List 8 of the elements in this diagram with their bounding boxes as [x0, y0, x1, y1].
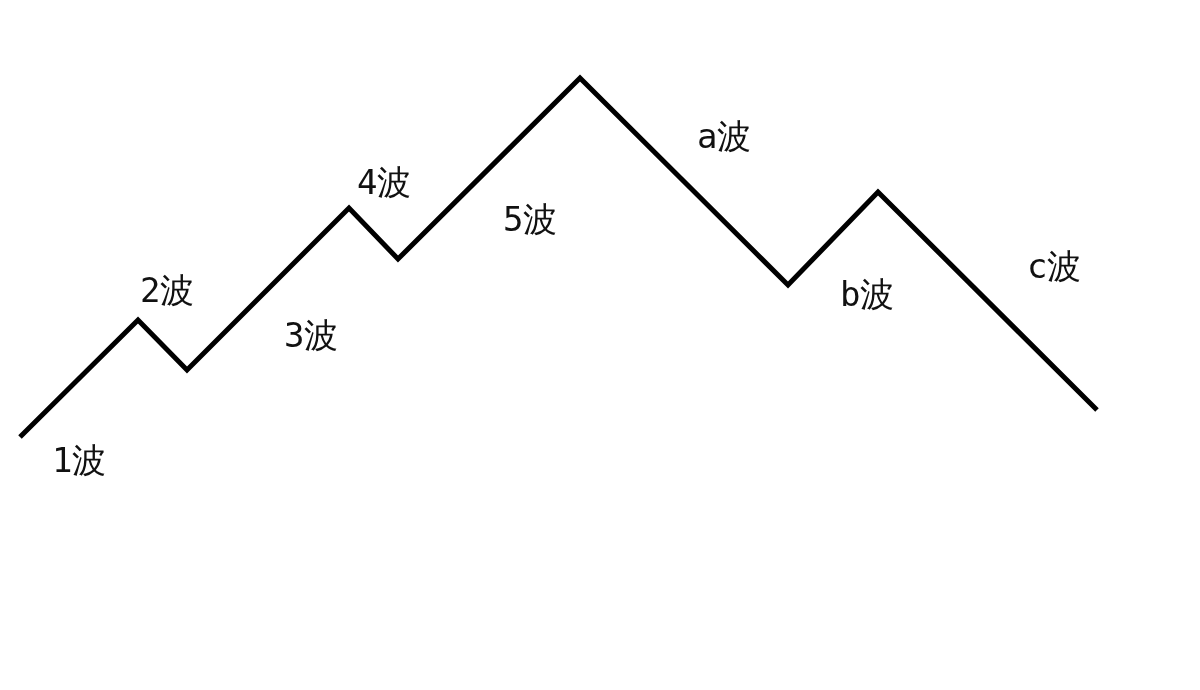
- wave-label: 3波: [284, 315, 339, 355]
- wave-label: 5波: [503, 199, 558, 239]
- wave-label: b波: [840, 274, 895, 314]
- wave-label: c波: [1027, 246, 1082, 286]
- wave-label: 1波: [52, 440, 107, 480]
- wave-label: 2波: [140, 270, 195, 310]
- wave-label: a波: [697, 116, 752, 156]
- wave-label: 4波: [357, 162, 412, 202]
